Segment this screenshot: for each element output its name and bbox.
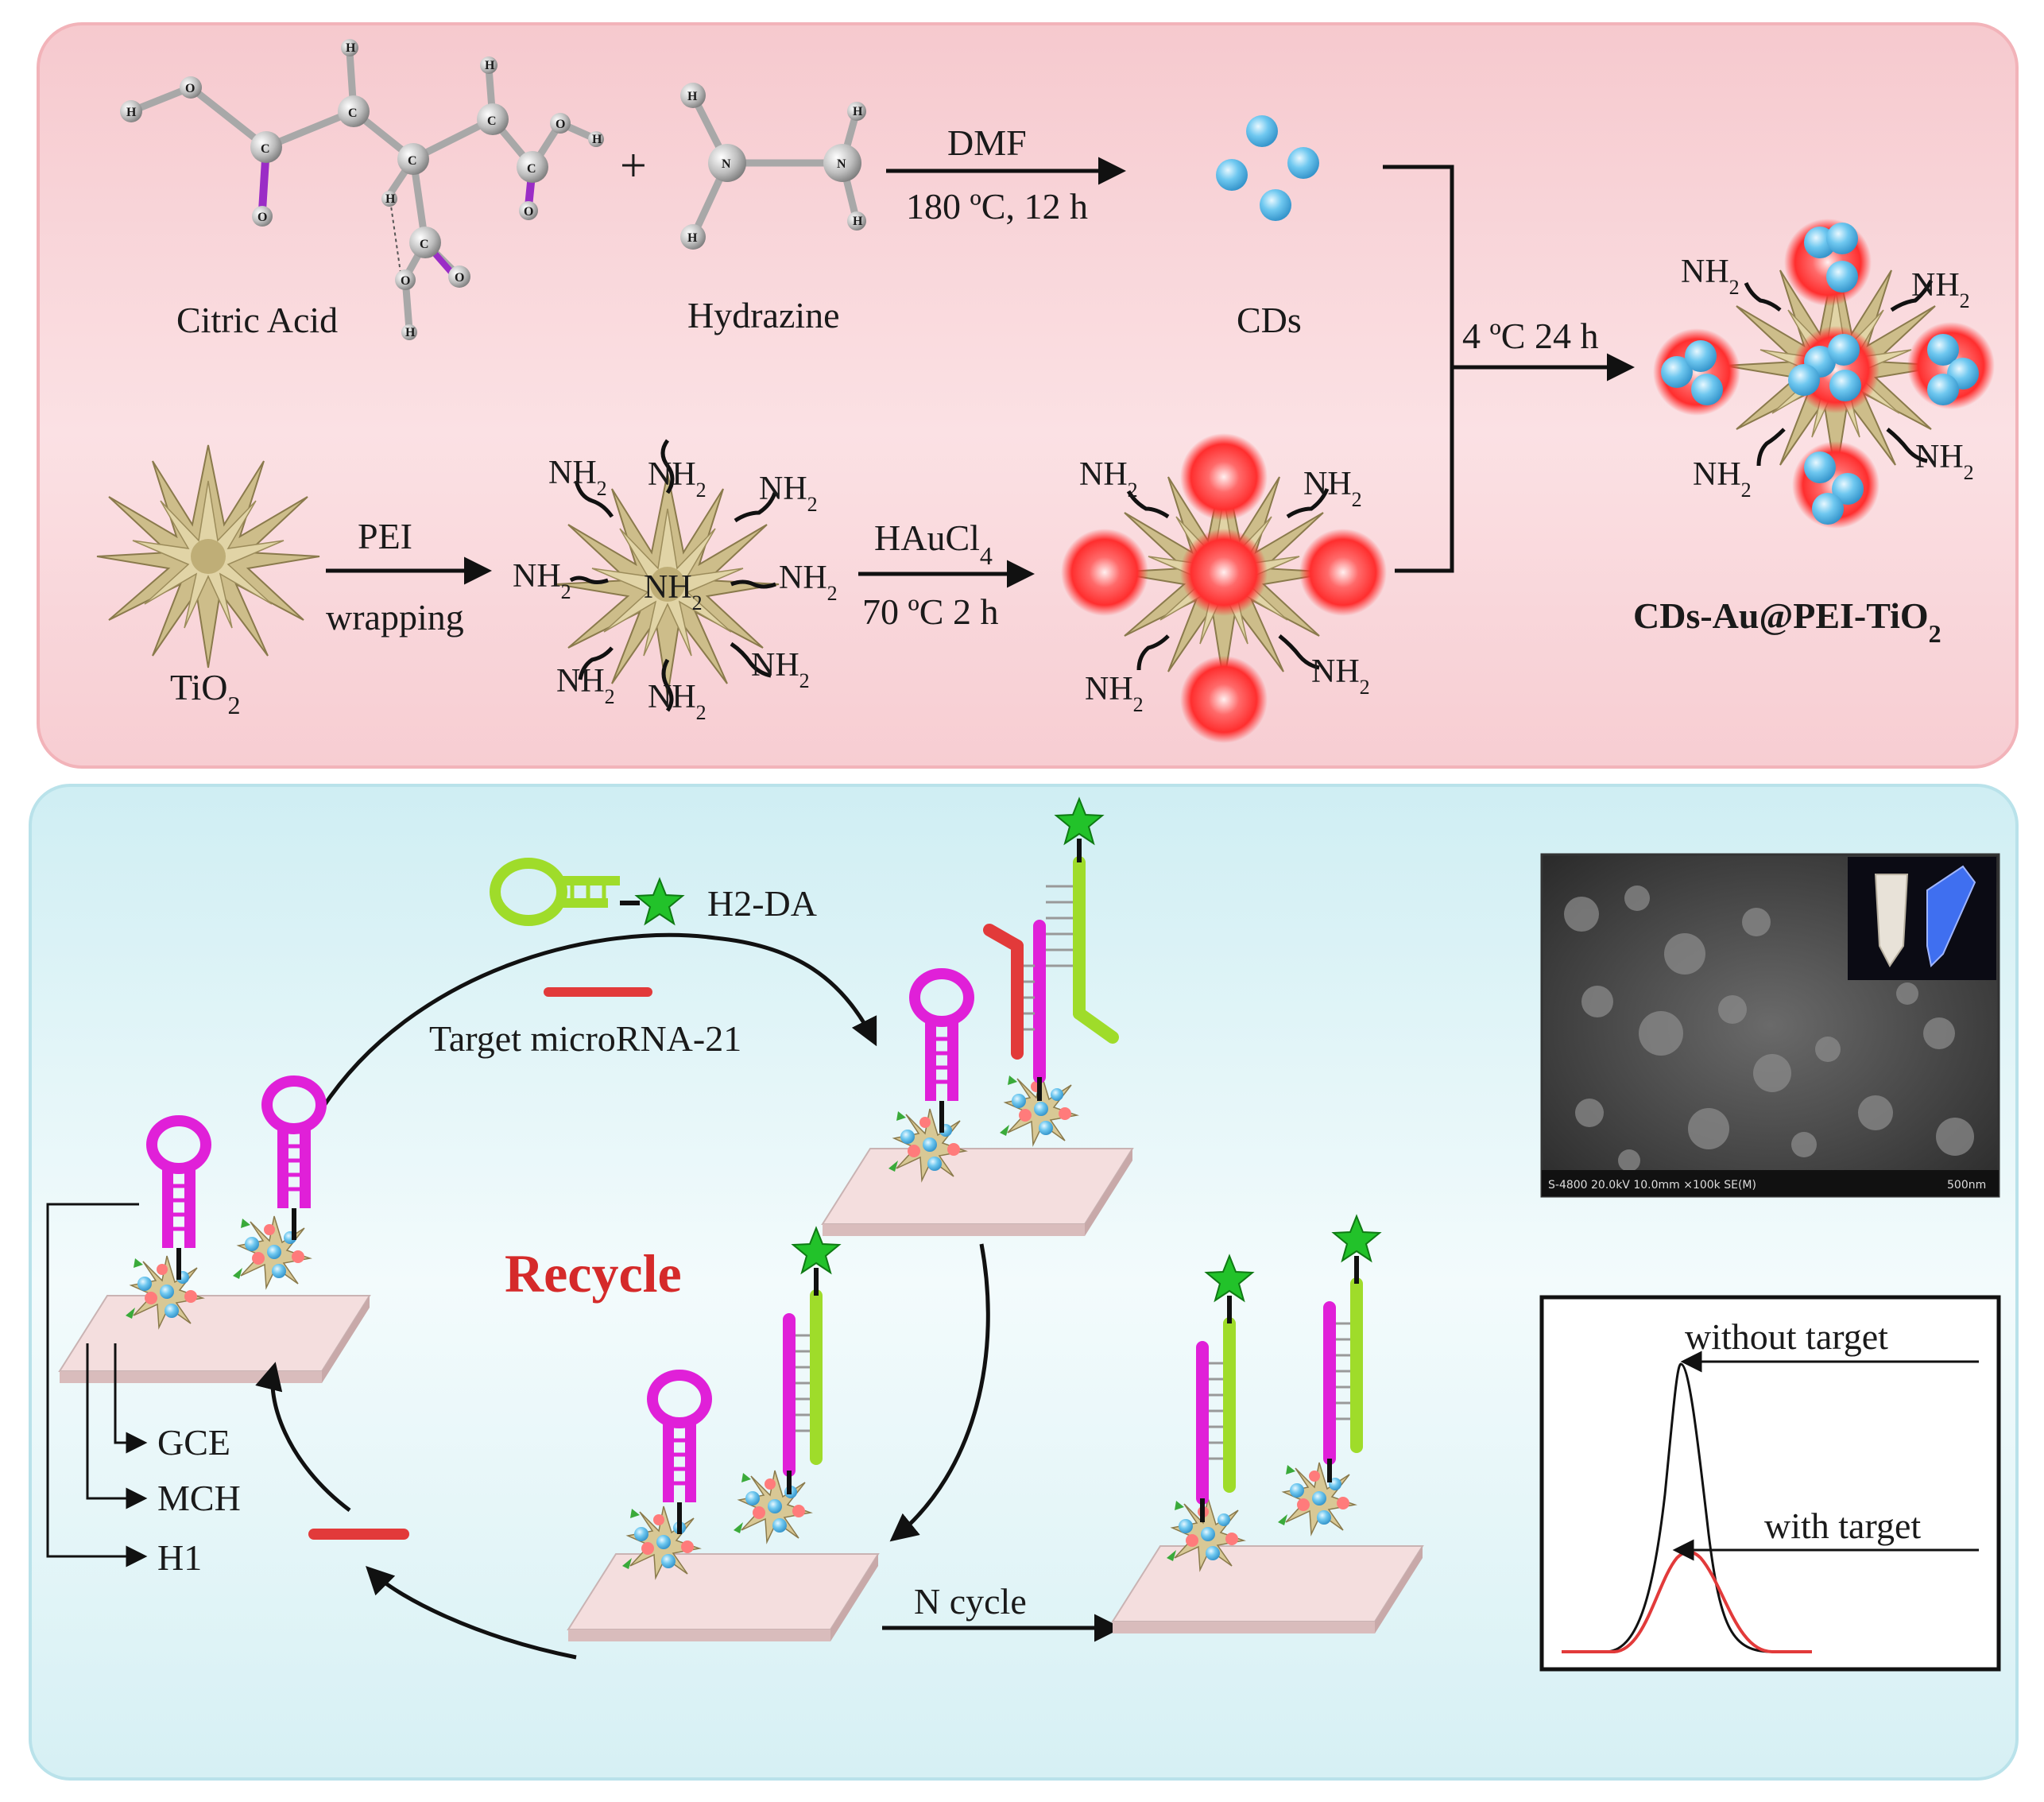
atom-label: O xyxy=(524,205,533,219)
arc-arrow-release xyxy=(366,1566,577,1660)
atom-label: C xyxy=(420,238,429,251)
assembly-condition: 4 ºC 24 h xyxy=(1462,316,1598,356)
arc-arrow-recycle xyxy=(255,1362,351,1512)
atom-label: H xyxy=(485,59,495,72)
atom-label: O xyxy=(185,82,195,95)
legend-h1: H1 xyxy=(157,1537,202,1578)
atom-label: O xyxy=(257,211,267,224)
target-label: Target microRNA-21 xyxy=(429,1018,741,1059)
atom-label: H xyxy=(126,106,137,119)
dpv-graph: without target with target xyxy=(1539,1295,2001,1672)
atom-label: C xyxy=(487,114,497,128)
atom-label: H xyxy=(853,105,863,118)
arc-arrow-hybridize xyxy=(319,932,877,1110)
atom-label: C xyxy=(348,107,358,120)
atom-label: C xyxy=(261,142,270,156)
arc-arrow-displace xyxy=(889,1243,990,1542)
citric-acid-molecule: H O C O C H C H C O O H C H C O O H xyxy=(120,39,604,340)
h2-da-probe xyxy=(490,858,683,926)
bottom-panel xyxy=(29,784,2019,1781)
atom-label: H xyxy=(687,90,698,103)
h2-da-label: H2-DA xyxy=(707,883,817,924)
atom-label: O xyxy=(401,274,410,288)
hydrazine-label: Hydrazine xyxy=(687,295,840,335)
atom-label: H xyxy=(405,326,416,339)
pei-tio2-particle xyxy=(556,439,780,712)
cds-label: CDs xyxy=(1237,300,1302,340)
atom-label: H xyxy=(687,231,698,245)
sem-micrograph: S-4800 20.0kV 10.0mm ×100k SE(M) 500nm xyxy=(1540,853,2000,1198)
atom-label: C xyxy=(527,162,536,176)
wrapping-label: wrapping xyxy=(326,597,464,637)
legend-gce: GCE xyxy=(157,1422,230,1463)
legend-mch: MCH xyxy=(157,1478,241,1518)
sem-info-text: S-4800 20.0kV 10.0mm ×100k SE(M) xyxy=(1548,1179,1756,1192)
plus-sign: + xyxy=(620,139,647,192)
atom-label: N xyxy=(722,157,731,171)
pei-label: PEI xyxy=(358,516,412,556)
with-target-label: with target xyxy=(1764,1506,1921,1546)
atom-label: O xyxy=(556,118,565,131)
recycle-label: Recycle xyxy=(505,1243,682,1304)
atom-label: H xyxy=(592,133,602,146)
n-cycle-label: N cycle xyxy=(914,1581,1027,1622)
atom-label: H xyxy=(385,192,396,206)
haucl4-condition: 70 ºC 2 h xyxy=(862,591,998,632)
electrode-hybridized xyxy=(822,798,1133,1237)
atom-label: O xyxy=(455,271,464,285)
atom-label: C xyxy=(408,154,417,168)
legend-bracket xyxy=(46,1203,148,1568)
dmf-label: DMF xyxy=(947,122,1027,163)
citric-acid-label: Citric Acid xyxy=(176,300,338,340)
atom-label: H xyxy=(853,215,863,228)
without-target-label: without target xyxy=(1685,1316,1888,1357)
sem-scalebar-text: 500nm xyxy=(1947,1179,1986,1192)
atom-label: H xyxy=(346,41,356,55)
au-pei-tio2-particle xyxy=(1061,433,1387,743)
atom-label: N xyxy=(837,157,846,171)
reaction-condition-1: 180 ºC, 12 h xyxy=(906,186,1088,227)
hydrazine-molecule: H H N N H H xyxy=(680,83,866,250)
cds-au-pei-tio2-particle xyxy=(1653,219,1995,529)
